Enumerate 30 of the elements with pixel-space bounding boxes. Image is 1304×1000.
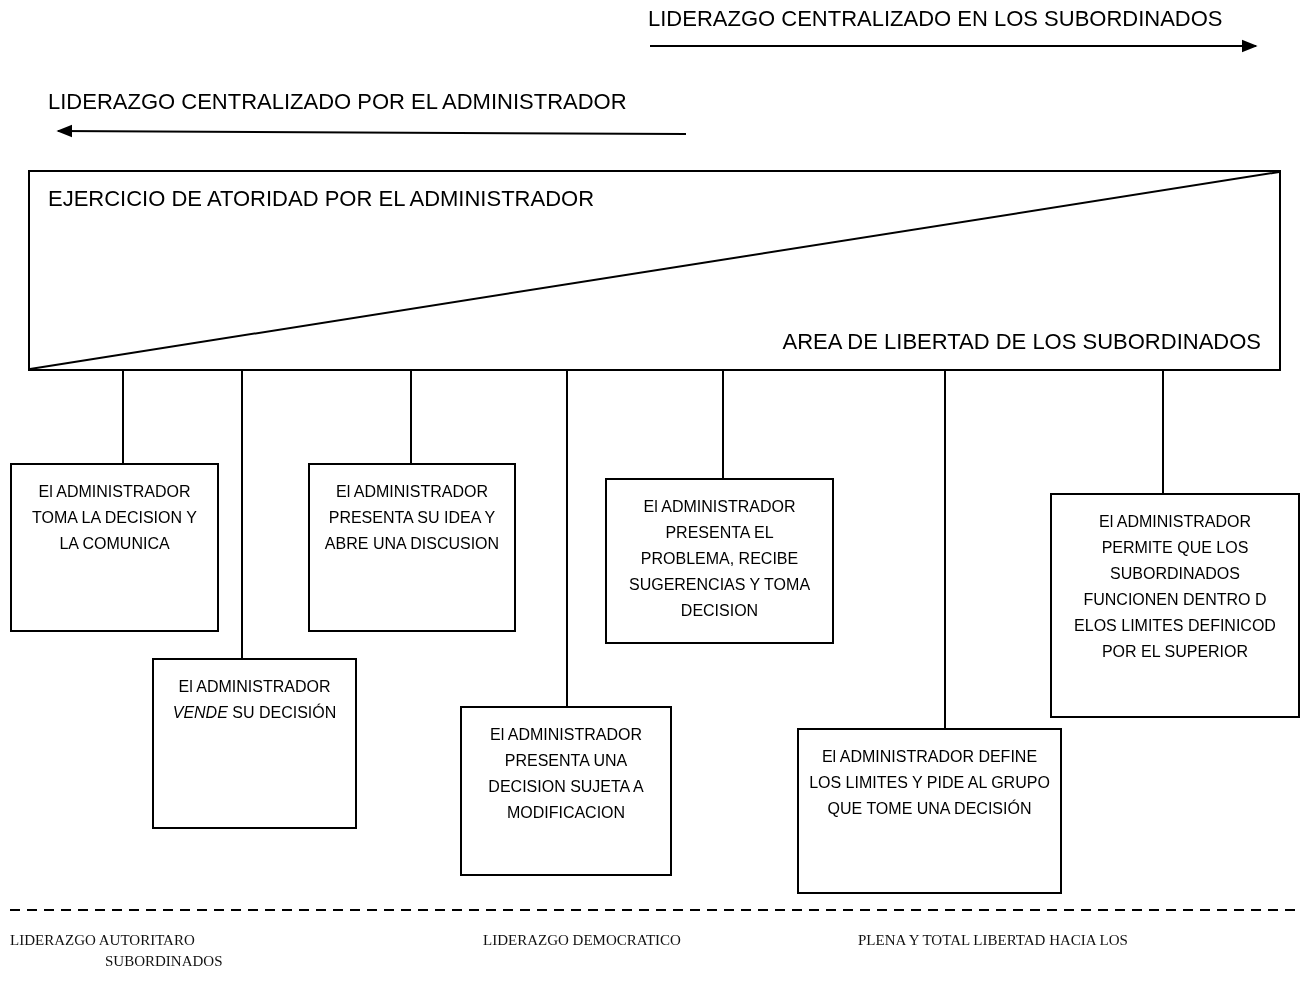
process-box [460, 706, 672, 876]
box-text: El ADMINISTRADOR TOMA LA DECISION Y LA COMUNICA [31, 482, 198, 554]
connector-line [410, 370, 412, 464]
footer-label: SUBORDINADOS [105, 953, 223, 970]
process-box [308, 463, 516, 632]
footer-label: LIDERAZGO AUTORITARO [10, 932, 195, 949]
connector-line [566, 370, 568, 707]
box-text: El ADMINISTRADOR PRESENTA SU IDEA Y ABRE UNA DISCUSION [323, 482, 501, 554]
process-box [10, 463, 219, 632]
heading: LIDERAZGO CENTRALIZADO POR EL ADMINISTRADOR [48, 89, 627, 115]
process-box [1050, 493, 1300, 718]
connector-line [241, 370, 243, 659]
area-label: EJERCICIO DE ATORIDAD POR EL ADMINISTRADOR [48, 186, 594, 212]
box-text: El ADMINISTRADOR PRESENTA EL PROBLEMA, RECIBE SUGERENCIAS Y TOMA DECISION [627, 497, 812, 621]
process-box [152, 658, 357, 829]
area-label: AREA DE LIBERTAD DE LOS SUBORDINADOS [782, 329, 1261, 355]
footer-label: PLENA Y TOTAL LIBERTAD HACIA LOS [858, 932, 1128, 949]
connector-line [944, 370, 946, 729]
heading: LIDERAZGO CENTRALIZADO EN LOS SUBORDINADOS [648, 6, 1223, 32]
box-text: El ADMINISTRADOR PRESENTA UNA DECISION SUJETA A MODIFICACION [487, 725, 645, 823]
process-box [797, 728, 1062, 894]
authority-freedom-box [28, 170, 1281, 371]
connector-line [122, 370, 124, 464]
box-text: El ADMINISTRADOR PERMITE QUE LOS SUBORDINADOS FUNCIONEN DENTRO D ELOS LIMITES DEFINICOD POR EL SUPERIOR [1073, 512, 1277, 662]
process-box [605, 478, 834, 644]
box-text: El ADMINISTRADOR DEFINE LOS LIMITES Y PIDE AL GRUPO QUE TOME UNA DECISIÓN [809, 747, 1050, 819]
footer-label: LIDERAZGO DEMOCRATICO [483, 932, 681, 949]
box-text: El ADMINISTRADOR VENDE SU DECISIÓN [171, 677, 338, 723]
connector-line [1162, 370, 1164, 494]
connector-line [722, 370, 724, 479]
